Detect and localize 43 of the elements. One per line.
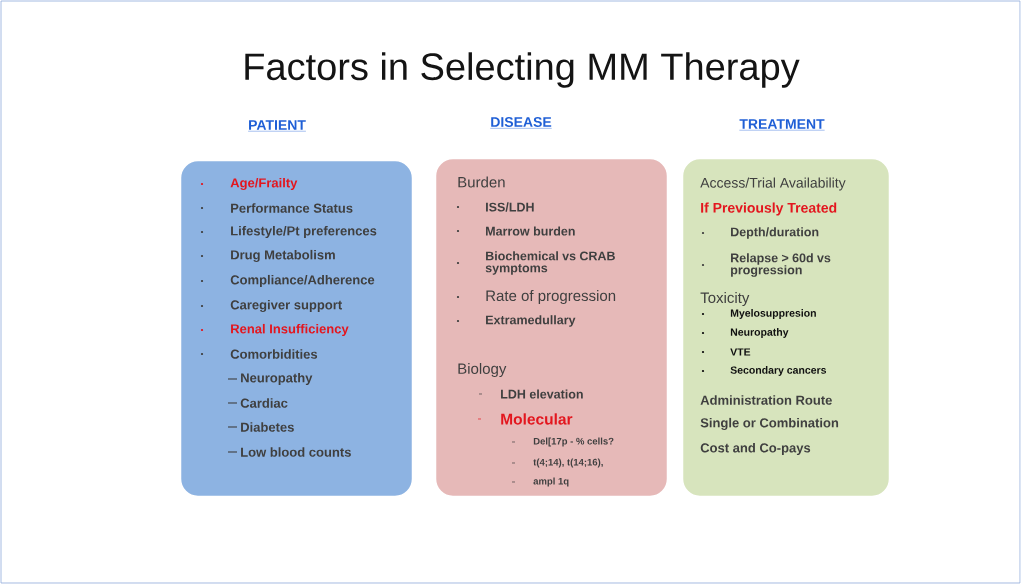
panel-heading: TREATMENT	[739, 119, 825, 131]
list-item: ampl 1q	[533, 477, 569, 487]
list-item: LDH elevation	[501, 389, 583, 399]
list-item: Neuropathy	[241, 372, 313, 386]
list-item: Del[17p - % cells?	[533, 437, 614, 447]
list-item: Lifestyle/Pt preferences	[231, 225, 377, 239]
list-item: ISS/LDH	[486, 202, 534, 212]
list-item: Relapse > 60d vs progression	[731, 253, 831, 277]
panel	[433, 117, 670, 499]
list-item: Access/Trial Availability	[700, 177, 846, 191]
list-item: Marrow burden	[486, 226, 575, 236]
list-item: Cost and Co-pays	[700, 442, 811, 456]
list-item: Secondary cancers	[730, 366, 827, 376]
list-item: Extramedullary	[486, 315, 576, 327]
list-item: Neuropathy	[730, 328, 789, 338]
list-item: If Previously Treated	[701, 202, 837, 216]
list-item: Caregiver support	[230, 299, 342, 313]
list-item: Renal Insufficiency	[231, 323, 349, 337]
list-item: Biochemical vs CRAB symptoms	[485, 251, 615, 275]
list-item: Single or Combination	[700, 417, 839, 431]
list-item: Diabetes	[241, 422, 294, 432]
title: Factors in Selecting MM Therapy	[245, 52, 800, 88]
list-item: Myelosuppresion	[730, 309, 816, 319]
list-item: Comorbidities	[230, 349, 318, 359]
list-item: Performance Status	[231, 203, 353, 213]
list-item: t(4;14), t(14;16),	[533, 458, 603, 468]
list-item: Cardiac	[240, 398, 288, 408]
list-item: Biology	[458, 363, 507, 377]
list-item: Compliance/Adherence	[230, 274, 375, 288]
list-item: Drug Metabolism	[231, 249, 335, 263]
panel	[178, 120, 415, 499]
list-item: Administration Route	[700, 395, 832, 405]
list-item: Age/Frailty	[230, 177, 298, 191]
list-item: Burden	[458, 176, 505, 188]
list-item: Toxicity	[700, 292, 750, 306]
list-item: Depth/duration	[731, 227, 819, 239]
panel-heading: PATIENT	[247, 120, 307, 132]
list-item: Rate of progression	[486, 290, 616, 304]
panel-heading: DISEASE	[490, 117, 552, 129]
list-item: Low blood counts	[241, 447, 351, 457]
panel	[680, 119, 892, 499]
list-item: VTE	[730, 348, 751, 356]
list-item: Molecular	[501, 413, 573, 425]
